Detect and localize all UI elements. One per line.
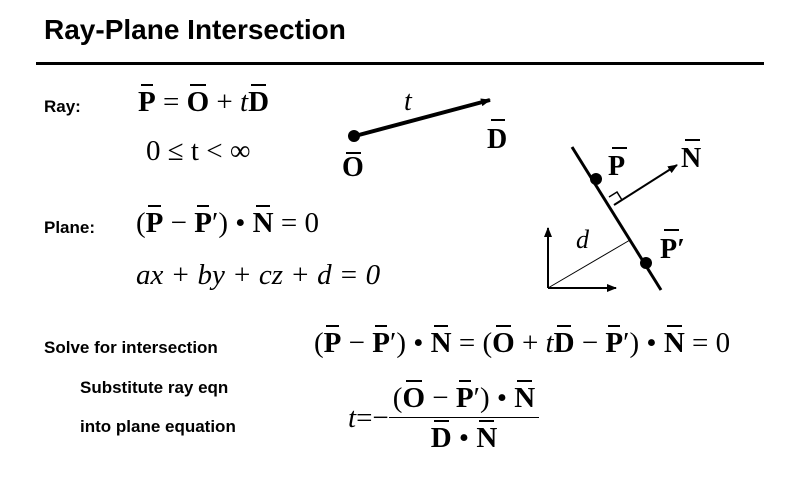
plane-equation: (P − P′) • N = 0 <box>136 204 319 240</box>
D-vector: D <box>430 419 452 454</box>
O-vector: O <box>492 324 515 359</box>
open-paren: ( <box>482 327 493 359</box>
P-vector: P <box>455 379 474 414</box>
ray-equation: P = O + tD <box>138 83 270 119</box>
N-vector: N <box>663 324 685 359</box>
fraction-bar <box>388 417 540 418</box>
N-vector: N <box>514 379 536 414</box>
right-angle-mark <box>608 190 623 201</box>
distance-d-label: d <box>576 225 590 254</box>
equals-sign: = <box>273 207 305 239</box>
ray-arrow <box>354 98 491 138</box>
intersection-equation: (P − P′) • N = (O + tD − P′) • N = 0 <box>314 324 731 360</box>
open-paren: ( <box>314 327 324 359</box>
P-vector: P <box>372 324 390 359</box>
N-vector: N <box>252 204 274 239</box>
substitute-label: Substitute ray eqn <box>80 378 229 397</box>
open-paren: ( <box>136 207 146 239</box>
dot-operator: • <box>451 422 477 454</box>
P-vector: P <box>605 324 624 359</box>
into-plane-label: into plane equation <box>80 417 236 436</box>
plane-Pprime-label: P′ <box>660 234 685 265</box>
P-vector: P <box>145 204 164 239</box>
open-paren: ( <box>392 382 403 414</box>
ray-label: Ray: <box>44 97 81 116</box>
ray-O-label: O <box>342 152 364 183</box>
D-vector: D <box>553 324 575 359</box>
plus-sign: + <box>514 327 546 359</box>
D-vector: D <box>248 83 270 118</box>
page-title: Ray-Plane Intersection <box>44 14 346 45</box>
t-symbol: t <box>240 86 249 118</box>
plane-P-label: P <box>608 151 625 182</box>
origin-point <box>348 130 360 142</box>
ray-D-label: D <box>487 124 507 155</box>
equals-sign: = <box>684 327 716 359</box>
O-vector: O <box>402 379 426 414</box>
normal-arrow <box>613 164 678 206</box>
t-solution-equation: t = − (O − P′) • N D • N <box>348 379 540 455</box>
Pprime-point <box>640 257 652 269</box>
close-paren: ) <box>396 327 406 359</box>
dot-operator: • <box>227 207 253 239</box>
t-fraction: (O − P′) • N D • N <box>388 379 540 455</box>
title-divider <box>36 62 764 65</box>
N-vector: N <box>476 419 498 454</box>
prime-mark: ′ <box>473 382 480 414</box>
distance-line <box>547 239 631 289</box>
minus-sign: − <box>341 327 373 359</box>
P-vector: P <box>194 204 212 239</box>
plane-label: Plane: <box>44 218 96 237</box>
prime-mark: ′ <box>211 207 219 239</box>
t-range-equation: 0 ≤ t < ∞ <box>146 135 251 167</box>
equals-sign: = <box>451 327 483 359</box>
prime-mark: ′ <box>623 327 630 359</box>
t-symbol: t <box>545 327 554 359</box>
solve-label: Solve for intersection <box>44 338 218 357</box>
close-paren: ) <box>479 382 490 414</box>
N-vector: N <box>430 324 452 359</box>
O-vector: O <box>186 83 210 118</box>
fraction-numerator: (O − P′) • N <box>389 379 539 417</box>
dot-operator: • <box>405 327 431 359</box>
dot-operator: • <box>489 382 515 414</box>
P-point <box>590 173 602 185</box>
t-symbol: t <box>348 402 357 434</box>
ray-diagram: t D O <box>342 86 507 183</box>
ray-t-label: t <box>404 86 413 117</box>
plane-diagram: P N P′ d <box>544 139 701 292</box>
plane-general-equation: ax + by + cz + d = 0 <box>136 259 381 291</box>
zero: 0 <box>715 327 731 359</box>
P-vector: P <box>138 83 156 118</box>
close-paren: ) <box>629 327 640 359</box>
minus-sign: − <box>163 207 195 239</box>
negative-sign: − <box>372 402 389 434</box>
zero: 0 <box>304 207 319 239</box>
plus-sign: + <box>209 86 240 118</box>
equals-sign: = <box>356 402 373 434</box>
fraction-denominator: D • N <box>427 418 502 455</box>
minus-sign: − <box>574 327 606 359</box>
close-paren: ) <box>218 207 228 239</box>
minus-sign: − <box>425 382 456 414</box>
P-vector: P <box>323 324 342 359</box>
plane-N-label: N <box>681 143 701 174</box>
equals-sign: = <box>155 86 187 118</box>
dot-operator: • <box>639 327 664 359</box>
prime-mark: ′ <box>389 327 397 359</box>
